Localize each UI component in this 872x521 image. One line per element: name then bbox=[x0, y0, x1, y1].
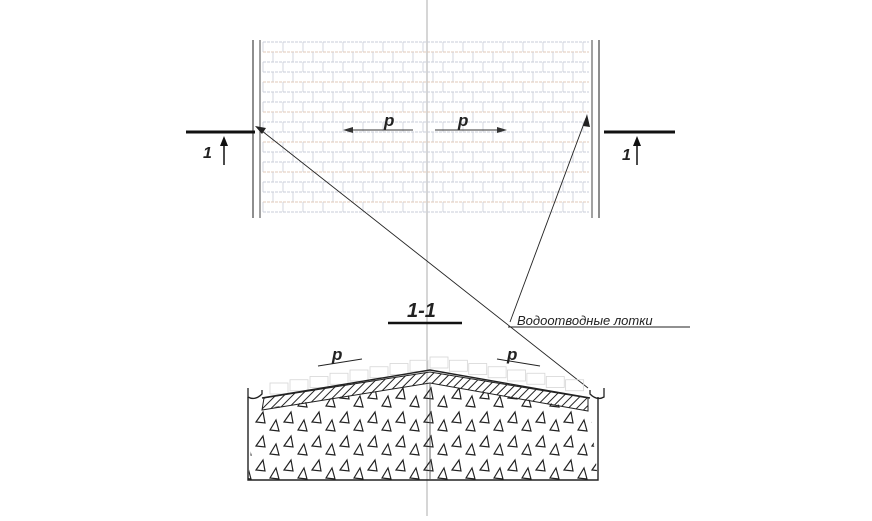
section-cut-mark-left bbox=[186, 130, 255, 165]
leader-arrow-left bbox=[255, 126, 266, 134]
callout-leaders bbox=[255, 114, 690, 389]
section-slope-tick-right bbox=[496, 358, 541, 367]
section-title: 1-1 bbox=[407, 300, 436, 322]
section-cut-label-right: 1 bbox=[622, 147, 631, 164]
section-surface-line bbox=[261, 369, 591, 399]
section-view: 1-1 p p bbox=[247, 300, 605, 481]
leader-arrow-right bbox=[583, 114, 590, 127]
gutter-left bbox=[247, 388, 263, 400]
callout-text: Водоотводные лотки bbox=[517, 313, 653, 328]
section-cut-label-left: 1 bbox=[203, 145, 212, 162]
plan-slope-arrow-right bbox=[435, 127, 507, 133]
plan-brick-paving bbox=[262, 41, 589, 213]
plan-slope-arrow-left bbox=[343, 127, 413, 133]
section-paving-blocks bbox=[269, 356, 585, 395]
section-slope-tick-left bbox=[317, 358, 363, 367]
leader-line-left bbox=[256, 126, 589, 389]
plan-view: p p 1 1 bbox=[186, 40, 675, 218]
gutter-right bbox=[589, 388, 605, 400]
section-slope-label-left: p bbox=[331, 345, 342, 364]
section-slope-label-right: p bbox=[506, 345, 517, 364]
leader-line-right bbox=[509, 117, 587, 323]
section-ground-outline bbox=[247, 397, 599, 481]
section-cut-mark-right bbox=[604, 130, 675, 165]
plan-slope-label-right: p bbox=[457, 111, 468, 130]
plan-slope-label-left: p bbox=[383, 111, 394, 130]
